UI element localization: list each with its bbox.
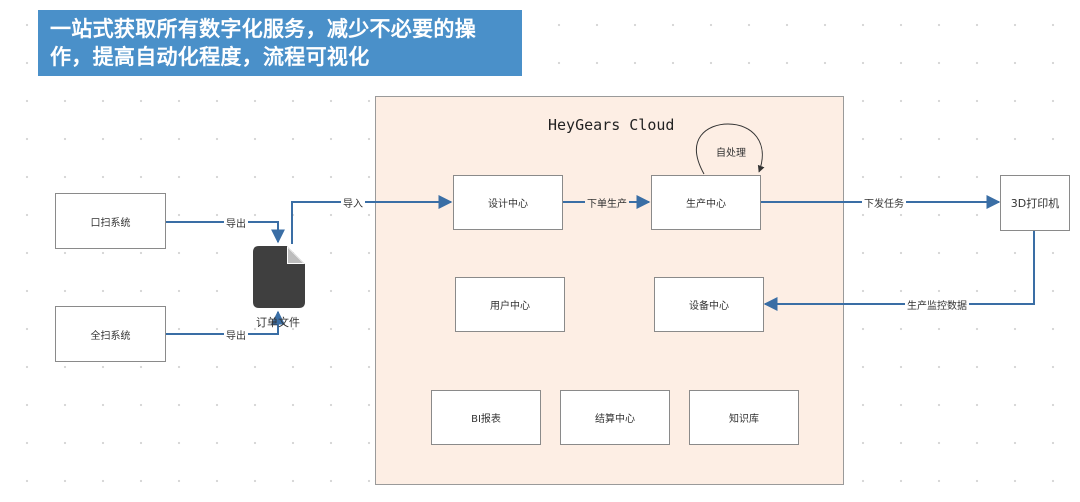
- edge-label-export-1: 导出: [224, 215, 248, 230]
- device-center-label: 设备中心: [689, 301, 729, 312]
- order-file-label: 订单文件: [256, 316, 300, 329]
- headline-line-2: 作，提高自动化程度，流程可视化: [50, 45, 370, 69]
- user-center-label: 用户中心: [490, 301, 530, 312]
- 3d-printer-box: 3D打印机: [1000, 175, 1070, 231]
- knowledge-base-label: 知识库: [729, 414, 759, 425]
- edge-oral-to-file: [166, 221, 285, 244]
- headline-line-1: 一站式获取所有数字化服务，减少不必要的操: [50, 17, 476, 41]
- design-center-label: 设计中心: [488, 199, 528, 210]
- edge-label-dispatch-task: 下发任务: [862, 195, 906, 210]
- production-center-box: 生产中心: [651, 175, 761, 230]
- oral-scan-system-box: 口扫系统: [55, 193, 166, 249]
- 3d-printer-label: 3D打印机: [1010, 197, 1060, 210]
- bi-report-label: BI报表: [471, 414, 501, 425]
- edge-label-auto-process: 自处理: [716, 148, 746, 159]
- device-center-box: 设备中心: [654, 277, 764, 332]
- user-center-box: 用户中心: [455, 277, 565, 332]
- model-scan-label: 全扫系统: [90, 330, 131, 342]
- settlement-center-label: 结算中心: [595, 414, 635, 425]
- headline-banner: 一站式获取所有数字化服务，减少不必要的操 作，提高自动化程度，流程可视化: [38, 10, 522, 76]
- edge-label-export-2: 导出: [224, 327, 248, 342]
- design-center-box: 设计中心: [453, 175, 563, 230]
- edge-file-to-design: [291, 195, 453, 244]
- cloud-title: HeyGears Cloud: [548, 116, 675, 134]
- edge-label-import: 导入: [341, 195, 365, 210]
- edge-printer-to-device: [763, 231, 1035, 311]
- order-file-icon: [253, 246, 305, 308]
- edge-label-dispatch-production: 下单生产: [585, 195, 629, 210]
- edge-self-loop: [696, 123, 765, 175]
- model-scan-system-box: 全扫系统: [55, 306, 166, 362]
- edge-model-to-file: [166, 310, 285, 335]
- knowledge-base-box: 知识库: [689, 390, 799, 445]
- oral-scan-label: 口扫系统: [90, 217, 131, 229]
- settlement-center-box: 结算中心: [560, 390, 670, 445]
- bi-report-box: BI报表: [431, 390, 541, 445]
- production-center-label: 生产中心: [686, 199, 726, 210]
- edge-label-monitor-data: 生产监控数据: [905, 297, 969, 312]
